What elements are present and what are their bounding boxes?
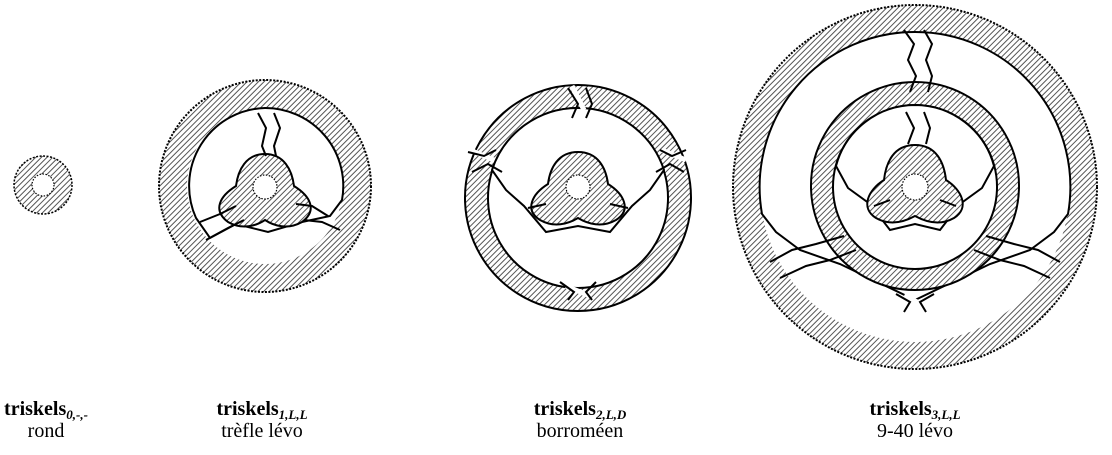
caption-triskel-1: triskels1,L,L trèfle lévo: [187, 398, 337, 442]
caption-triskel-2: triskels2,L,D borroméen: [505, 398, 655, 442]
triskel-0-rond: [14, 156, 72, 214]
triskel-3-9-40-levo: [733, 5, 1097, 369]
triskel-2-borromeen: [465, 85, 691, 311]
figure-caption: rond: [0, 420, 92, 442]
figure-name: triskels: [216, 398, 278, 420]
figure-caption: trèfle lévo: [187, 420, 337, 442]
caption-triskel-3: triskels3,L,L 9-40 lévo: [840, 398, 990, 442]
caption-triskel-0: triskels0,-,- rond: [0, 398, 92, 442]
triskel-1-trefle-levo: [159, 80, 371, 292]
figure-name: triskels: [534, 398, 596, 420]
figure-caption: 9-40 lévo: [840, 420, 990, 442]
figure-subscript: 0,-,-: [66, 407, 88, 422]
figure-name: triskels: [869, 398, 931, 420]
figure-name: triskels: [4, 398, 66, 420]
figure-caption: borroméen: [505, 420, 655, 442]
